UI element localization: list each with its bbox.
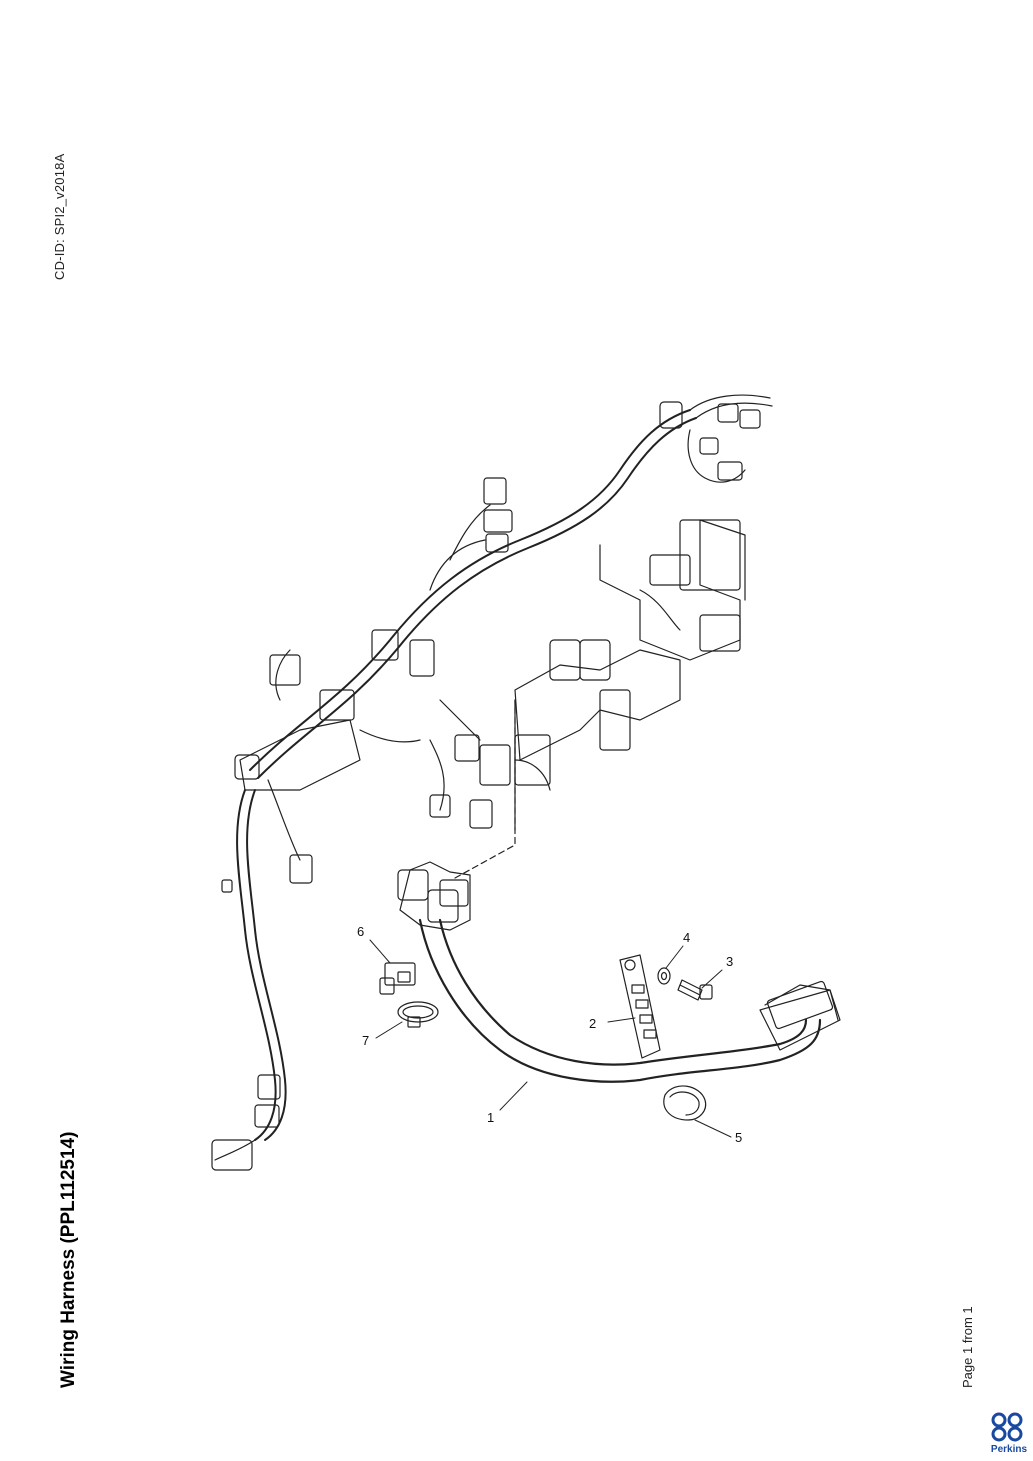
brand-logo-text: Perkins <box>990 1444 1028 1455</box>
strap-item-2 <box>619 954 661 1059</box>
callout-7: 7 <box>362 1033 369 1048</box>
engine-harness-assembly <box>211 394 773 1171</box>
callout-4: 4 <box>683 930 690 945</box>
cable-tie-item-7 <box>397 1001 439 1028</box>
callout-1: 1 <box>487 1110 494 1125</box>
harness-item-1 <box>397 861 841 1083</box>
perkins-logo-icon <box>991 1412 1023 1442</box>
callout-3: 3 <box>726 954 733 969</box>
callout-5: 5 <box>735 1130 742 1145</box>
cable-tie-item-5 <box>663 1085 707 1121</box>
page-number: Page 1 from 1 <box>960 1306 975 1388</box>
clip-item-6 <box>379 962 416 995</box>
washer-item-4 <box>657 967 671 985</box>
callout-2: 2 <box>589 1016 596 1031</box>
callout-leaders <box>369 939 732 1138</box>
page-title: Wiring Harness (PPL112514) <box>58 1131 79 1388</box>
callout-6: 6 <box>357 924 364 939</box>
